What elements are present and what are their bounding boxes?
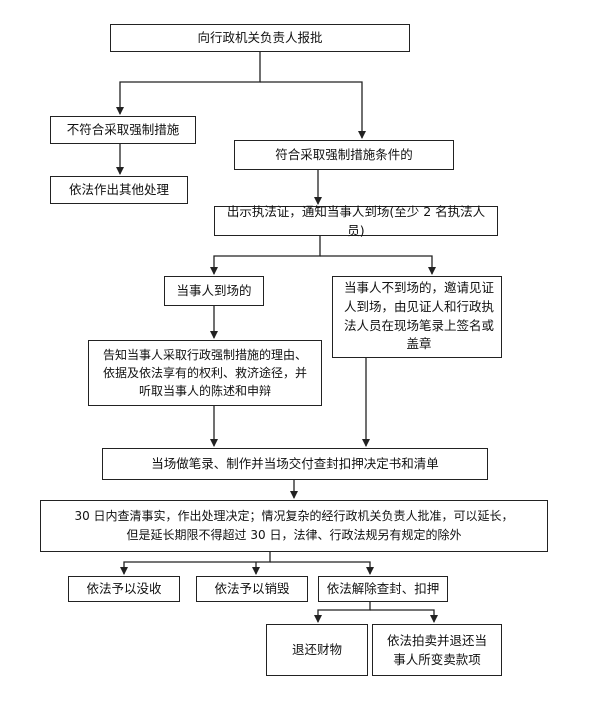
node-present: 当事人到场的 (164, 276, 264, 306)
node-return-property-text: 退还财物 (291, 642, 342, 658)
node-release-text: 依法解除查封、扣押 (326, 581, 440, 597)
node-auction-line-2: 事人所变卖款项 (393, 652, 481, 667)
node-auction-line-1: 依法拍卖并退还当 (386, 632, 487, 648)
node-absent-line-4: 盖章 (406, 336, 432, 352)
node-absent: 当事人不到场的，邀请见证 人到场，由见证人和行政执 法人员在现场笔录上签名或 盖… (332, 276, 502, 358)
node-meet: 符合采取强制措施条件的 (234, 140, 454, 170)
node-inform-line-1: 告知当事人采取行政强制措施的理由、 (102, 348, 307, 362)
arrow-release-auction (370, 609, 438, 623)
node-report: 向行政机关负责人报批 (110, 24, 410, 52)
node-confiscate: 依法予以没收 (68, 576, 180, 602)
arrow-report-split (116, 52, 261, 115)
node-destroy-text: 依法予以销毁 (214, 581, 290, 597)
node-decision-line-2: 但是延长期限不得超过 30 日，法律、行政法规另有规定的除外 (126, 528, 462, 542)
node-show-cert: 出示执法证，通知当事人到场(至少 2 名执法人员) (214, 204, 498, 238)
node-record-text: 当场做笔录、制作并当场交付查封扣押决定书和清单 (151, 456, 439, 472)
node-absent-line-2: 人到场，由见证人和行政执 (343, 298, 494, 314)
arrow-release-return (314, 600, 371, 623)
node-confiscate-text: 依法予以没收 (86, 581, 162, 597)
node-decision-line-1: 30 日内查清事实，作出处理决定；情况复杂的经行政机关负责人批准，可以延长， (74, 509, 514, 524)
node-other-handling-text: 依法作出其他处理 (68, 182, 169, 198)
arrow-cert-present (210, 236, 321, 275)
node-decision: 30 日内查清事实，作出处理决定；情况复杂的经行政机关负责人批准，可以延长， 但… (40, 500, 548, 552)
node-inform-line-3: 听取当事人的陈述和申辩 (138, 384, 271, 398)
node-return-property: 退还财物 (266, 624, 368, 676)
node-present-text: 当事人到场的 (176, 283, 252, 299)
arrow-report-meet (260, 81, 366, 139)
node-meet-text: 符合采取强制措施条件的 (275, 147, 413, 163)
node-show-cert-text: 出示执法证，通知当事人到场(至少 2 名执法人员) (226, 203, 486, 238)
node-report-text: 向行政机关负责人报批 (197, 30, 323, 46)
node-not-meet: 不符合采取强制措施 (50, 116, 196, 144)
arrow-decision-confiscate (120, 552, 271, 575)
node-destroy: 依法予以销毁 (196, 576, 308, 602)
node-absent-line-3: 法人员在现场笔录上签名或 (343, 317, 494, 333)
node-auction: 依法拍卖并退还当 事人所变卖款项 (372, 624, 502, 676)
arrow-decision-release (270, 561, 374, 575)
node-record: 当场做笔录、制作并当场交付查封扣押决定书和清单 (102, 448, 488, 480)
node-not-meet-text: 不符合采取强制措施 (66, 122, 180, 138)
node-release: 依法解除查封、扣押 (318, 576, 448, 602)
arrow-cert-absent (320, 255, 436, 275)
node-inform-line-2: 依据及依法享有的权利、救济途径，并 (102, 366, 307, 380)
node-inform: 告知当事人采取行政强制措施的理由、 依据及依法享有的权利、救济途径，并 听取当事… (88, 340, 322, 406)
node-absent-line-1: 当事人不到场的，邀请见证 (343, 280, 494, 295)
node-other-handling: 依法作出其他处理 (50, 176, 188, 204)
